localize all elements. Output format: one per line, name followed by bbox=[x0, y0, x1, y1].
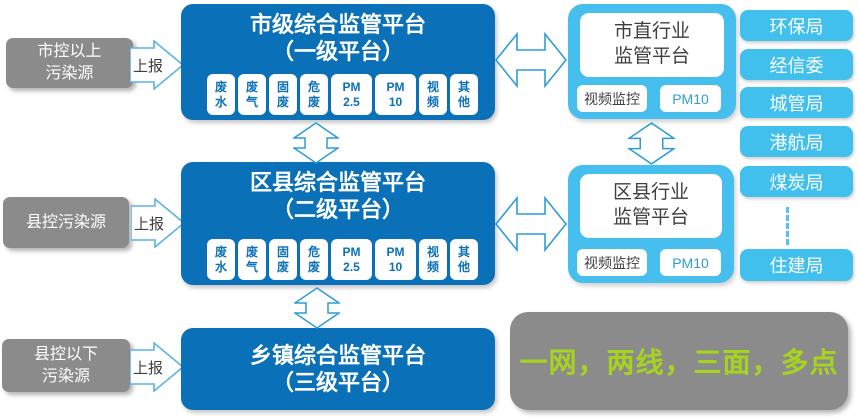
horizontal-double-arrow-icon bbox=[495, 32, 567, 88]
platform-title-line2: （三级平台） bbox=[271, 369, 404, 395]
module-box-wastegas: 废气 bbox=[238, 74, 266, 115]
report-arrow-label: 上报 bbox=[132, 58, 163, 75]
bureau-box-port: 港航局 bbox=[740, 126, 853, 157]
industry-box-city: 市直行业 监管平台 视频监控 PM10 bbox=[568, 4, 736, 119]
module-box-solidwaste: 固废 bbox=[269, 239, 297, 280]
report-arrow-icon bbox=[130, 342, 184, 392]
platform-title: 区县综合监管平台 （二级平台） bbox=[181, 162, 495, 224]
module-box-wastewater: 废水 bbox=[207, 74, 235, 115]
source-label-line2: 污染源 bbox=[41, 367, 90, 385]
bureau-box-coal: 煤炭局 bbox=[740, 166, 853, 197]
industry-title: 市直行业 监管平台 bbox=[580, 13, 724, 77]
module-box-wastegas: 废气 bbox=[238, 239, 266, 280]
industry-title: 区县行业 监管平台 bbox=[580, 174, 722, 238]
module-box-video: 视频 bbox=[419, 74, 447, 115]
horizontal-double-arrow-icon bbox=[495, 196, 567, 252]
source-box-city-controlled: 市控以上 污染源 bbox=[6, 38, 133, 88]
industry-title-line2: 监管平台 bbox=[612, 207, 689, 228]
platform-box-level3: 乡镇综合监管平台 （三级平台） bbox=[181, 328, 495, 410]
bureau-box-economy: 经信委 bbox=[740, 49, 853, 80]
module-box-video: 视频 bbox=[419, 239, 447, 280]
module-box-wastewater: 废水 bbox=[207, 239, 235, 280]
industry-title-line2: 监管平台 bbox=[613, 46, 690, 67]
platform-title-line1: 乡镇综合监管平台 bbox=[249, 343, 426, 368]
platform-title-line1: 市级综合监管平台 bbox=[249, 12, 426, 37]
industry-module-pm10: PM10 bbox=[660, 85, 721, 112]
vertical-double-arrow-icon bbox=[293, 122, 339, 164]
report-arrow-label: 上报 bbox=[132, 360, 163, 377]
report-arrow-label: 上报 bbox=[133, 216, 164, 233]
industry-module-row: 视频监控 PM10 bbox=[577, 249, 721, 276]
bureau-box-housing: 住建局 bbox=[740, 249, 853, 281]
ellipsis-dotted-connector bbox=[786, 207, 789, 245]
platform-title-line2: （二级平台） bbox=[271, 196, 404, 222]
slogan-text: 一网，两线，三面，多点 bbox=[519, 347, 839, 378]
bureau-box-urban-management: 城管局 bbox=[740, 87, 853, 118]
module-box-hazwaste: 危废 bbox=[300, 239, 328, 280]
platform-title-line1: 区县综合监管平台 bbox=[249, 170, 426, 195]
slogan-box: 一网，两线，三面，多点 bbox=[510, 312, 848, 410]
industry-module-row: 视频监控 PM10 bbox=[577, 85, 721, 112]
report-arrow-icon bbox=[131, 198, 185, 248]
industry-module-video: 视频监控 bbox=[577, 249, 647, 276]
source-label-line1: 市控以上 bbox=[37, 43, 102, 61]
industry-box-district: 区县行业 监管平台 视频监控 PM10 bbox=[568, 165, 734, 283]
source-box-below-county: 县控以下 污染源 bbox=[2, 339, 130, 392]
platform-title: 市级综合监管平台 （一级平台） bbox=[181, 4, 495, 66]
industry-module-video: 视频监控 bbox=[577, 85, 647, 112]
module-box-hazwaste: 危废 bbox=[300, 74, 328, 115]
bureau-box-environment: 环保局 bbox=[740, 10, 853, 41]
module-box-other: 其他 bbox=[450, 239, 478, 280]
vertical-double-arrow-icon bbox=[628, 122, 675, 165]
module-box-solidwaste: 固废 bbox=[269, 74, 297, 115]
industry-module-pm10: PM10 bbox=[660, 249, 721, 276]
source-box-county-controlled: 县控污染源 bbox=[3, 197, 129, 248]
module-box-other: 其他 bbox=[450, 74, 478, 115]
industry-title-line1: 区县行业 bbox=[612, 182, 689, 204]
report-arrow-icon bbox=[130, 40, 184, 90]
source-label-line1: 县控以下 bbox=[33, 345, 98, 363]
platform-title-line2: （一级平台） bbox=[271, 38, 404, 64]
platform-title: 乡镇综合监管平台 （三级平台） bbox=[181, 328, 495, 397]
vertical-double-arrow-icon bbox=[294, 287, 340, 329]
source-label-line1: 县控污染源 bbox=[25, 213, 106, 231]
source-label-line2: 污染源 bbox=[45, 65, 94, 82]
industry-title-line1: 市直行业 bbox=[613, 21, 690, 43]
